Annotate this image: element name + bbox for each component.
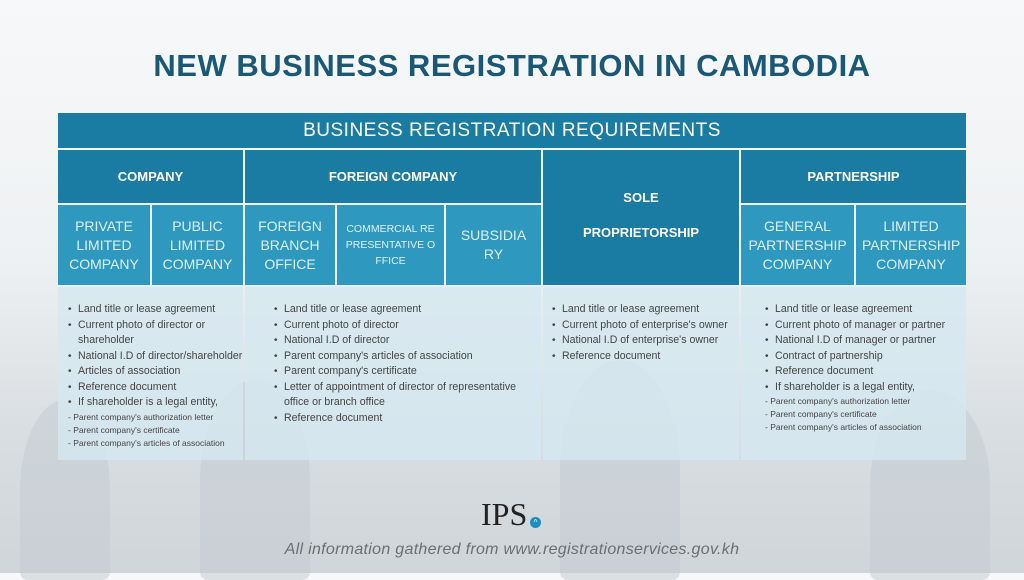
sole-label-2: PROPRIETORSHIP — [582, 225, 700, 240]
list-item: National I.D of director/shareholder — [68, 349, 243, 365]
list-item: Current photo of enterprise's owner — [552, 318, 739, 334]
footer-source: All information gathered from www.regist… — [284, 541, 740, 558]
list-item: National I.D of manager or partner — [765, 333, 966, 349]
sub-item: - Parent company's articles of associati… — [68, 437, 225, 448]
sole-proprietorship-requirements: Land title or lease agreement Current ph… — [543, 287, 739, 460]
list-item: National I.D of director — [274, 333, 527, 349]
list-item: Current photo of director or shareholder — [68, 318, 243, 349]
list-item: Land title or lease agreement — [68, 302, 243, 318]
sub-item: - Parent company's articles of associati… — [765, 422, 922, 432]
sole-label-1: SOLE — [623, 190, 659, 205]
list-item: Reference document — [274, 411, 527, 427]
partnership-requirements: Land title or lease agreement Current ph… — [741, 287, 966, 460]
header-company: COMPANY — [58, 150, 243, 203]
foreign-company-requirements: Land title or lease agreement Current ph… — [245, 287, 541, 460]
list-item: Land title or lease agreement — [552, 302, 739, 318]
header-partnership: PARTNERSHIP — [741, 150, 966, 203]
subheader-private: PRIVATE LIMITED COMPANY — [58, 205, 150, 285]
list-item: If shareholder is a legal entity, — [68, 395, 243, 411]
sub-item: - Parent company's authorization letter — [68, 411, 214, 422]
sub-item: - Parent company's certificate — [68, 424, 180, 435]
list-item: If shareholder is a legal entity, — [765, 380, 966, 396]
sub-item: - Parent company's authorization letter — [765, 396, 911, 406]
subheader-limited-partnership: LIMITED PARTNERSHIP COMPANY — [856, 205, 966, 285]
chevron-up-icon: ^ — [530, 517, 541, 528]
subheader-subsidiary: SUBSIDIARY — [446, 205, 541, 285]
list-item: Current photo of manager or partner — [765, 318, 966, 334]
list-item: Contract of partnership — [765, 349, 966, 365]
list-item: Reference document — [552, 349, 739, 365]
header-sole-proprietorship: SOLE PROPRIETORSHIP — [543, 150, 739, 285]
list-item: Letter of appointment of director of rep… — [274, 380, 527, 411]
sub-item: - Parent company's certificate — [765, 409, 877, 419]
list-item: Articles of association — [68, 364, 243, 380]
list-item: Parent company's articles of association — [274, 349, 527, 365]
list-item: Reference document — [765, 364, 966, 380]
subheader-public: PUBLIC LIMITED COMPANY — [152, 205, 243, 285]
header-foreign-company: FOREIGN COMPANY — [245, 150, 541, 203]
list-item: Land title or lease agreement — [765, 302, 966, 318]
ips-logo: IPS — [481, 496, 528, 532]
page-title: NEW BUSINESS REGISTRATION IN CAMBODIA — [153, 48, 871, 83]
subheader-foreign-branch: FOREIGN BRANCH OFFICE — [245, 205, 335, 285]
list-item: Current photo of director — [274, 318, 527, 334]
table-title: BUSINESS REGISTRATION REQUIREMENTS — [58, 113, 966, 148]
list-item: Parent company's certificate — [274, 364, 527, 380]
list-item: National I.D of enterprise's owner — [552, 333, 739, 349]
subheader-commercial-rep: COMMERCIAL REPRESENTATIVE OFFICE — [337, 205, 444, 285]
list-item: Reference document — [68, 380, 243, 396]
list-item: Land title or lease agreement — [274, 302, 527, 318]
subheader-general-partnership: GENERAL PARTNERSHIP COMPANY — [741, 205, 854, 285]
company-requirements: Land title or lease agreement Current ph… — [58, 287, 243, 460]
